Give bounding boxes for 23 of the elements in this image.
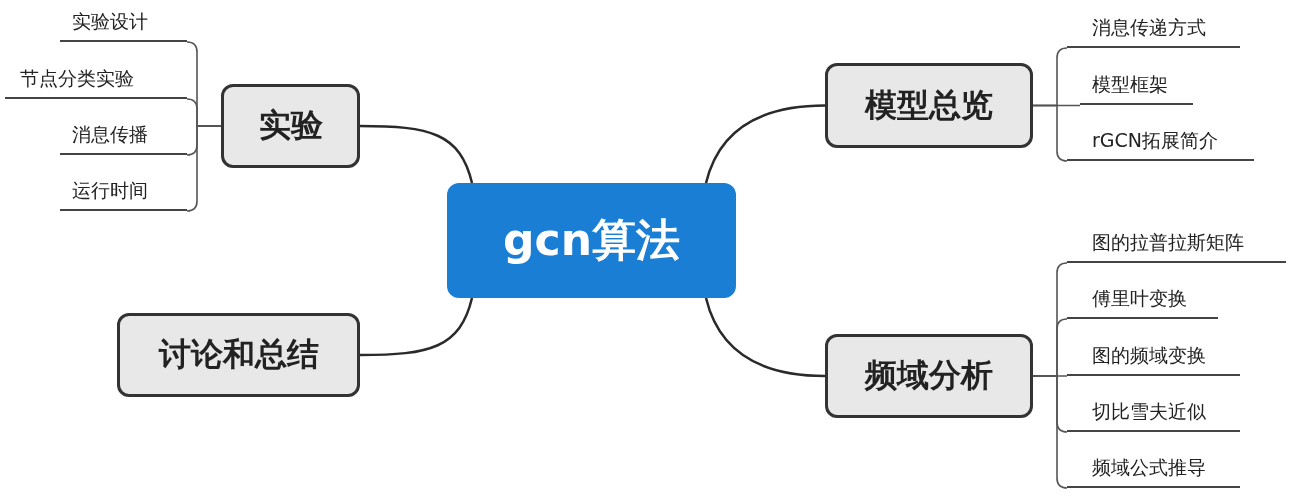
connector-line [1032,375,1068,489]
topic-box: 模型总览 [825,63,1033,148]
subtopic-label: 图的拉普拉斯矩阵 [1067,227,1286,263]
subtopic-label: 图的频域变换 [1067,340,1240,376]
connector-line [186,125,222,212]
subtopic-label: 消息传递方式 [1067,12,1240,48]
subtopic-label: 切比雪夫近似 [1067,396,1240,432]
subtopic-label: 节点分类实验 [5,63,187,99]
subtopic-label: 运行时间 [60,175,187,211]
connector-line [704,104,826,184]
subtopic-label: 消息传播 [60,119,187,155]
subtopic-label: rGCN拓展简介 [1067,125,1254,161]
subtopic-label: 模型框架 [1080,69,1193,105]
topic-box: 频域分析 [825,334,1033,418]
topic-box: 实验 [221,84,360,168]
topic-box: 讨论和总结 [117,313,360,397]
connector-line [360,124,474,184]
subtopic-label: 实验设计 [60,6,187,42]
connector-line [704,297,826,378]
subtopic-label: 傅里叶变换 [1067,283,1218,319]
subtopic-label: 频域公式推导 [1067,452,1240,488]
connector-line [360,297,474,357]
central-topic-box: gcn算法 [447,183,736,298]
